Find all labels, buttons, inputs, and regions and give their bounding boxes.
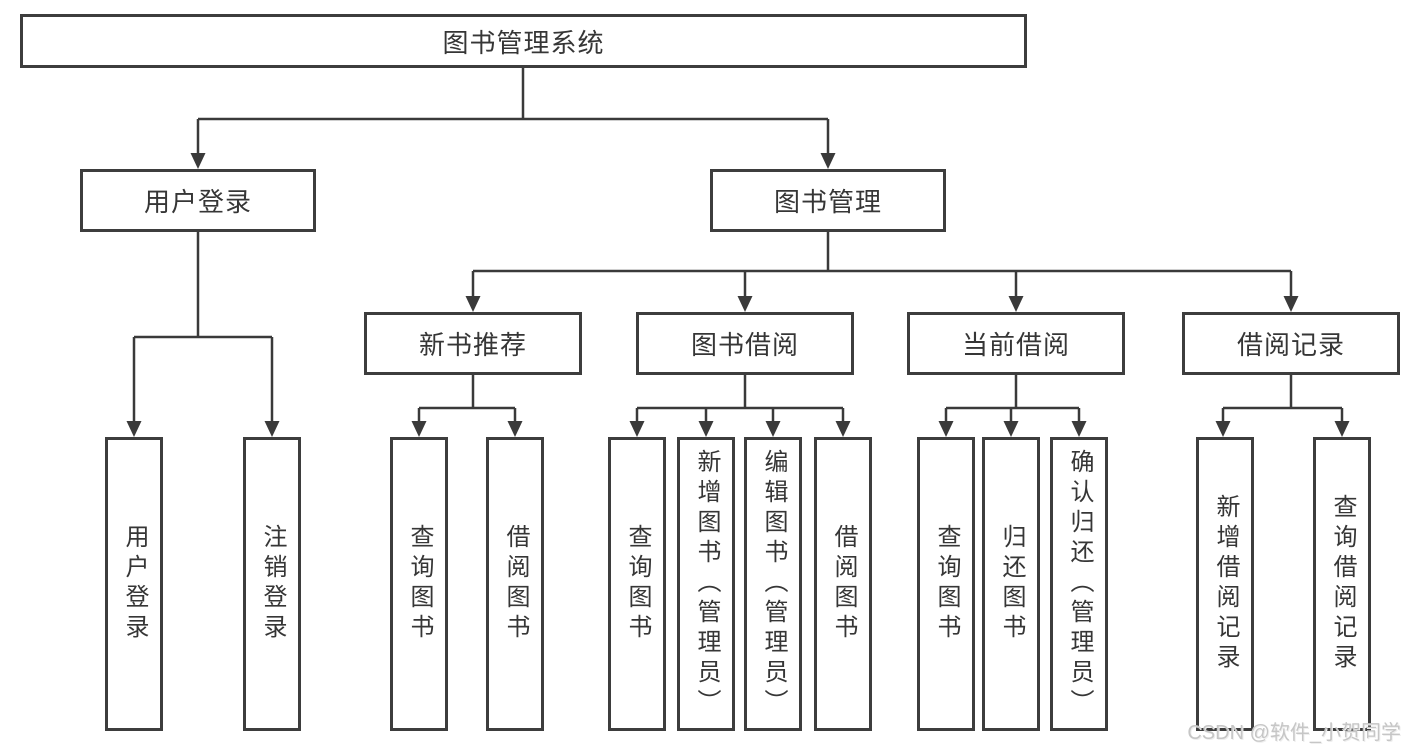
leaf-add-borrow-record-label: 新增借阅记录 [1212,494,1239,674]
node-user-login-label: 用户登录 [143,187,252,217]
leaf-add-borrow-record: 新增借阅记录 [1196,437,1254,731]
leaf-add-book-admin-label: 新增图书（管理员） [693,449,720,719]
leaf-query-book-current: 查询图书 [917,437,975,731]
leaf-query-book-current-label: 查询图书 [933,524,960,644]
leaf-borrow-book-label: 借阅图书 [830,524,857,644]
leaf-query-borrow-record: 查询借阅记录 [1313,437,1371,731]
node-current-borrow: 当前借阅 [907,312,1125,375]
csdn-watermark: CSDN @软件_小贺同学 [1187,722,1401,744]
leaf-borrow-book-recommend: 借阅图书 [486,437,544,731]
node-root-label: 图书管理系统 [442,27,605,58]
leaf-edit-book-admin-label: 编辑图书（管理员） [760,449,787,719]
node-borrow-records-label: 借阅记录 [1236,330,1345,360]
node-root: 图书管理系统 [20,14,1027,68]
leaf-return-book-label: 归还图书 [998,524,1025,644]
leaf-logout-label: 注销登录 [259,524,286,644]
leaf-borrow-book: 借阅图书 [814,437,872,731]
leaf-return-book: 归还图书 [982,437,1040,731]
node-current-borrow-label: 当前借阅 [961,330,1070,360]
leaf-user-login: 用户登录 [105,437,163,731]
node-book-borrow-label: 图书借阅 [690,330,799,360]
node-book-borrow: 图书借阅 [636,312,854,375]
leaf-query-book-recommend: 查询图书 [390,437,448,731]
leaf-query-book-recommend-label: 查询图书 [406,524,433,644]
node-user-login: 用户登录 [80,169,316,232]
node-new-book-recommend-label: 新书推荐 [418,330,527,360]
leaf-logout: 注销登录 [243,437,301,731]
leaf-confirm-return-admin: 确认归还（管理员） [1050,437,1108,731]
leaf-query-book-borrow-label: 查询图书 [624,524,651,644]
node-book-management: 图书管理 [710,169,946,232]
node-new-book-recommend: 新书推荐 [364,312,582,375]
leaf-confirm-return-admin-label: 确认归还（管理员） [1066,449,1093,719]
node-book-management-label: 图书管理 [773,187,882,217]
leaf-borrow-book-recommend-label: 借阅图书 [502,524,529,644]
leaf-add-book-admin: 新增图书（管理员） [677,437,735,731]
leaf-query-book-borrow: 查询图书 [608,437,666,731]
leaf-edit-book-admin: 编辑图书（管理员） [744,437,802,731]
leaf-user-login-label: 用户登录 [121,524,148,644]
leaf-query-borrow-record-label: 查询借阅记录 [1329,494,1356,674]
node-borrow-records: 借阅记录 [1182,312,1400,375]
